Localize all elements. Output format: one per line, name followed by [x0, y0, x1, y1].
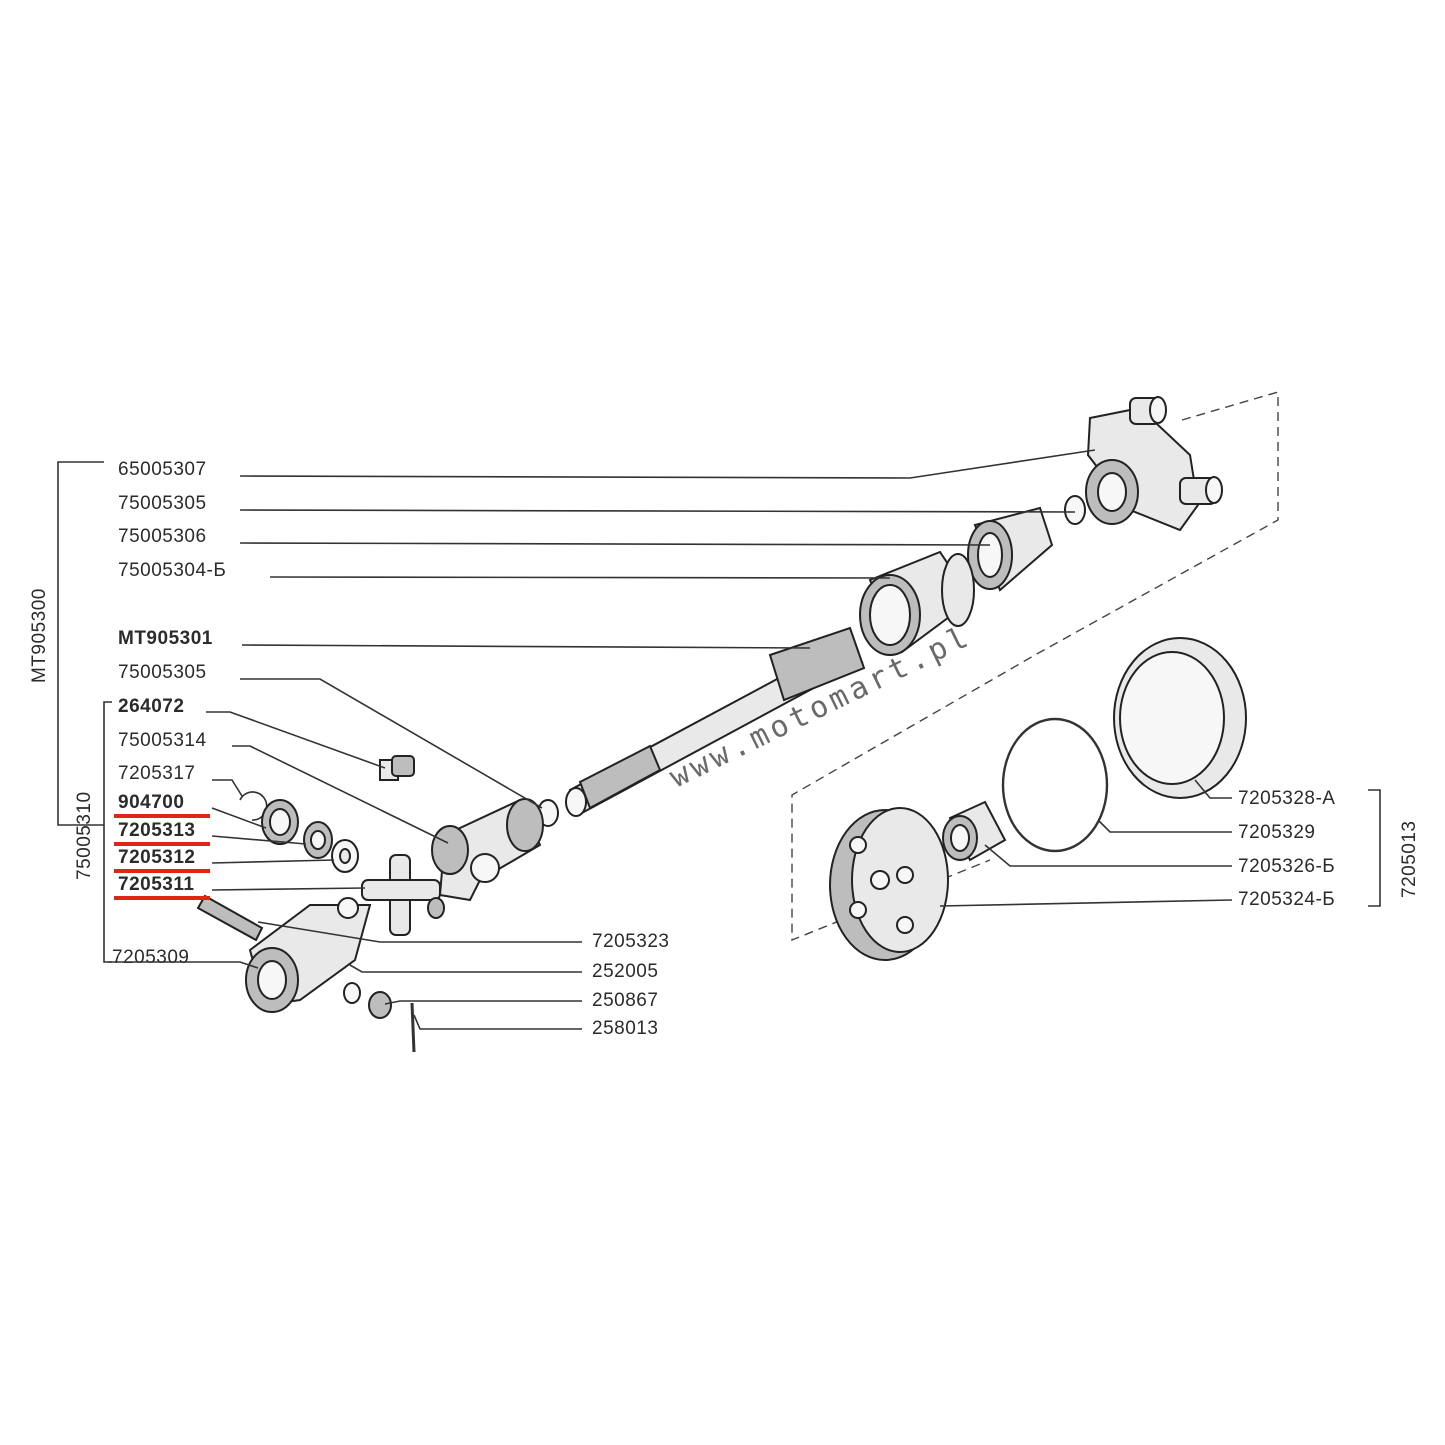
part-label: 75005305 [118, 493, 207, 514]
right-assembly-label: 7205013 [1399, 821, 1420, 898]
part-label: 7205323 [592, 931, 669, 952]
part-label: 258013 [592, 1018, 658, 1039]
leader-line [413, 1014, 582, 1030]
part-label: 65005307 [118, 459, 207, 480]
bushing-part [942, 800, 1007, 862]
part-label: 7205328-А [1238, 788, 1335, 809]
part-label: 7205317 [118, 763, 195, 784]
inner-assembly-label: 75005310 [74, 791, 95, 880]
circlip-part [239, 791, 268, 821]
part-label: 7205326-Б [1238, 856, 1335, 877]
leader-line [239, 542, 991, 546]
leader-line [239, 509, 1076, 513]
sleeve-part [859, 550, 975, 656]
part-label-highlighted: 7205311 [118, 874, 194, 895]
part-label: 75005305 [118, 662, 207, 683]
circlip-ring-part [1064, 495, 1086, 525]
leader-line [939, 899, 1233, 907]
leader-line [1194, 779, 1232, 799]
assembly-boundary [791, 391, 1279, 942]
part-label: 264072 [118, 696, 184, 717]
grease-nipple-part [379, 755, 415, 781]
leader-line [349, 964, 582, 973]
ring-housing-part [1113, 637, 1247, 799]
washer-part [331, 839, 359, 873]
part-label: 75005304-Б [118, 560, 226, 581]
leader-line [211, 807, 267, 829]
outer-assembly-label: МТ905300 [29, 588, 50, 683]
leader-line [212, 779, 243, 797]
leader-line [257, 921, 582, 943]
leader-line [211, 835, 307, 845]
leader-line [211, 887, 366, 891]
part-label: МТ905301 [118, 628, 213, 649]
cone-part [967, 506, 1054, 592]
part-label-highlighted: 7205313 [118, 820, 195, 841]
part-label: 7205324-Б [1238, 889, 1335, 910]
leader-line [384, 1000, 582, 1005]
part-label: 75005314 [118, 730, 207, 751]
outer-assembly-bracket [57, 461, 104, 826]
nut-part [368, 991, 392, 1019]
part-label: 250867 [592, 990, 658, 1011]
bolt-part [196, 894, 264, 942]
part-label: 75005306 [118, 526, 207, 547]
flange-part [1085, 396, 1223, 532]
yoke-part [431, 798, 544, 902]
leader-line [108, 961, 259, 969]
disc-part [829, 807, 949, 961]
right-assembly-bracket [1368, 789, 1381, 907]
leader-line [269, 576, 891, 579]
needle-bearing-part [261, 799, 299, 845]
cross-spider-part [361, 854, 445, 936]
part-label-highlighted: 904700 [118, 792, 184, 813]
leader-line [241, 644, 811, 649]
snap-ring-part [1001, 717, 1109, 853]
leader-line [206, 711, 386, 769]
part-label: 252005 [592, 961, 658, 982]
part-label: 7205329 [1238, 822, 1315, 843]
lock-washer-part [343, 982, 361, 1004]
leader-line [232, 745, 449, 844]
part-label-highlighted: 7205312 [118, 847, 195, 868]
splined-shaft-part [565, 626, 866, 817]
leader-line [211, 859, 335, 864]
seal-part [303, 821, 333, 859]
leader-line [240, 678, 543, 809]
part-label: 7205309 [112, 947, 189, 968]
leader-line [239, 449, 1096, 479]
leader-line [984, 844, 1232, 867]
inner-assembly-bracket [103, 701, 112, 963]
cotter-pin-part [410, 1002, 416, 1053]
end-yoke-part [245, 897, 372, 1013]
leader-line [1097, 819, 1232, 833]
